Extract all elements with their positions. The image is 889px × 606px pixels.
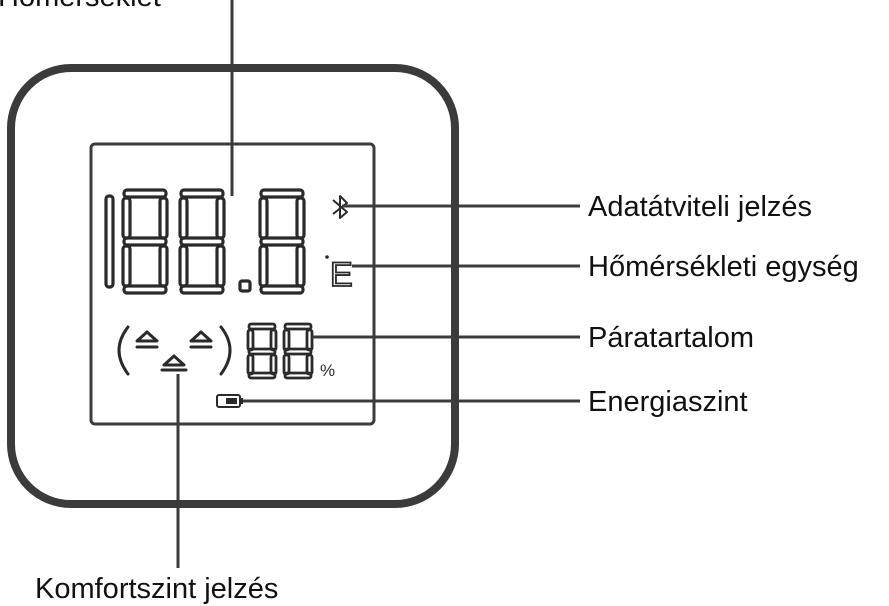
mouth (162, 354, 186, 367)
unit-symbol: E (330, 256, 353, 294)
battery-icon (216, 394, 243, 408)
label-energy: Energiaszint (588, 386, 748, 418)
digit-8 (246, 322, 278, 380)
right-eye (189, 330, 213, 343)
label-transmission: Adatátviteli jelzés (588, 191, 812, 223)
label-temp-unit: Hőmérsékleti egység (588, 251, 859, 283)
humidity-digits (246, 322, 314, 380)
decimal-point (238, 279, 252, 293)
digit-8 (258, 188, 306, 295)
percent-symbol: % (320, 361, 335, 380)
digit-1-segment (104, 194, 115, 289)
right-bracket (219, 325, 232, 376)
left-eye (135, 330, 159, 343)
label-humidity: Páratartalom (588, 322, 754, 354)
label-temperature: Hőmérséklet (0, 0, 161, 13)
digit-8 (178, 188, 226, 295)
digit-8 (121, 188, 169, 295)
label-comfort: Komfortszint jelzés (35, 573, 278, 605)
temperature-digits (104, 188, 306, 295)
left-bracket (117, 325, 130, 376)
digit-8 (282, 322, 314, 380)
comfort-face-icon (117, 325, 232, 376)
callout-lines (176, 0, 580, 568)
degree-dot-icon (325, 255, 329, 259)
